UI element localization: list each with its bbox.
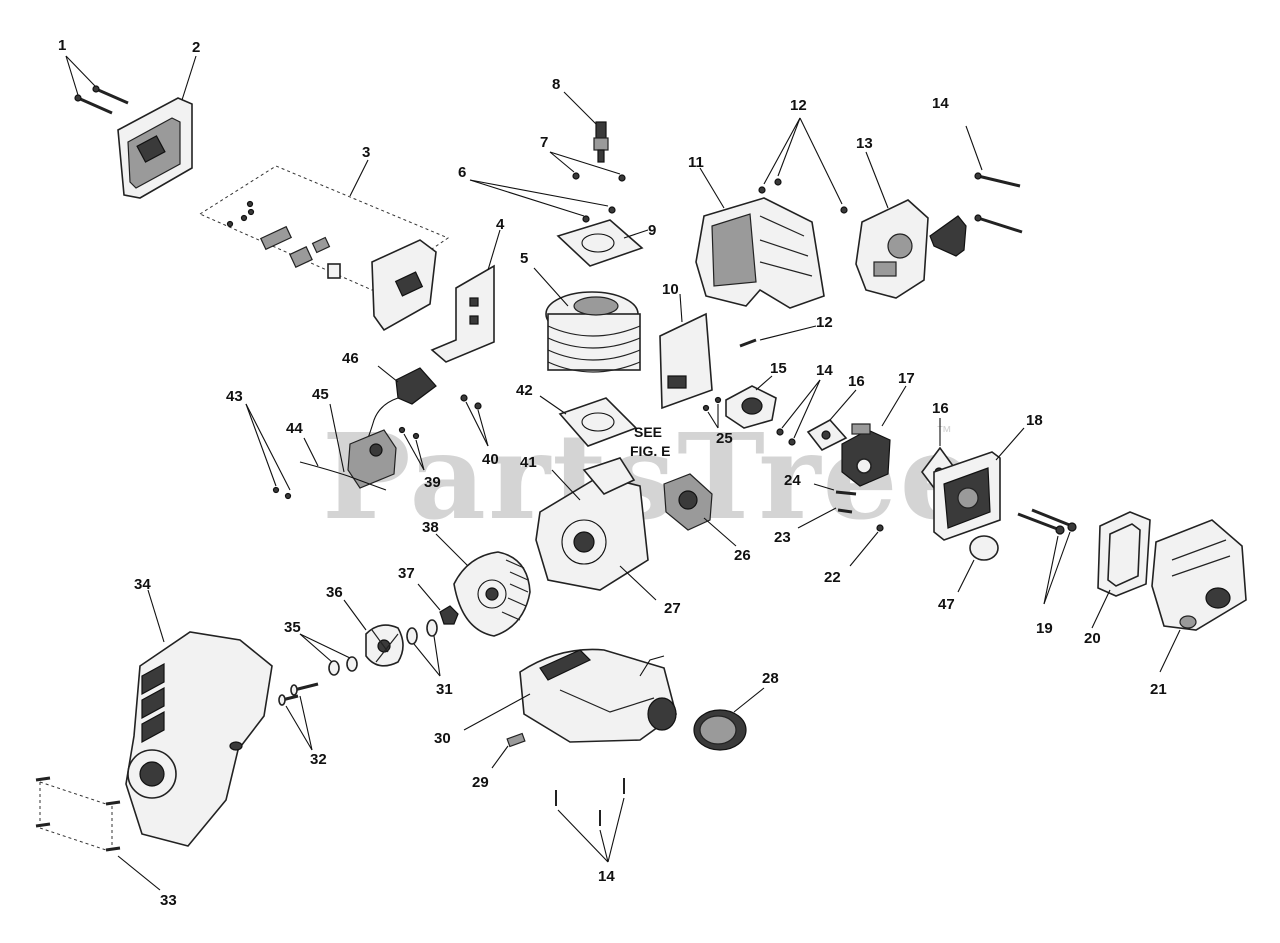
- callout-labels: 1 2 3 4 5 6 7 8 9 10 11 12 12 13 14 14 1…: [58, 37, 1167, 909]
- callout-19: 19: [1036, 620, 1053, 637]
- part-1-screws: [65, 55, 129, 115]
- callout-15: 15: [770, 360, 787, 377]
- callout-44: 44: [286, 420, 303, 437]
- callout-16-left: 16: [848, 373, 865, 390]
- part-14-screws-bottom: [555, 778, 625, 863]
- callout-10: 10: [662, 281, 679, 298]
- callout-7: 7: [540, 134, 548, 151]
- see-fig-note-line1: SEE: [634, 424, 662, 440]
- callout-1: 1: [58, 37, 66, 54]
- callout-43: 43: [226, 388, 243, 405]
- watermark-trademark: ™: [936, 424, 952, 441]
- part-36-clutch: [343, 599, 404, 667]
- part-4-shield: [430, 229, 501, 363]
- part-34-fan-housing: [125, 589, 273, 847]
- part-30-fuel-tank: [463, 648, 677, 743]
- callout-25: 25: [716, 430, 733, 447]
- part-2-housing: [117, 55, 197, 199]
- part-38-flywheel: [435, 533, 531, 637]
- part-41-pointer: [551, 469, 581, 501]
- callout-14-mid: 14: [816, 362, 833, 379]
- part-9-gasket: [556, 219, 649, 267]
- callout-45: 45: [312, 386, 329, 403]
- part-35-washers: [299, 633, 358, 676]
- callout-2: 2: [192, 39, 200, 56]
- part-21-filter-cover: [1151, 519, 1247, 673]
- part-6-7-8-spark-plug: [469, 91, 626, 223]
- callout-9: 9: [648, 222, 656, 239]
- callout-21: 21: [1150, 681, 1167, 698]
- callout-12-top: 12: [790, 97, 807, 114]
- part-40-screws: [460, 394, 489, 447]
- part-13-starter: [855, 151, 967, 299]
- callout-30: 30: [434, 730, 451, 747]
- callout-13: 13: [856, 135, 873, 152]
- callout-31: 31: [436, 681, 453, 698]
- callout-17: 17: [898, 370, 915, 387]
- callout-22: 22: [824, 569, 841, 586]
- part-12-screws: [739, 117, 848, 348]
- callout-6: 6: [458, 164, 466, 181]
- callout-16-right: 16: [932, 400, 949, 417]
- part-27-crankcase: [535, 457, 657, 601]
- part-20-filter: [1091, 511, 1151, 629]
- part-37-nut: [417, 583, 459, 625]
- callout-28: 28: [762, 670, 779, 687]
- see-fig-note-line2: FIG. E: [630, 443, 670, 459]
- part-18-filter-base: [933, 427, 1025, 541]
- part-29-fitting: [491, 732, 526, 769]
- callout-8: 8: [552, 76, 560, 93]
- callout-3: 3: [362, 144, 370, 161]
- part-42-gasket: [539, 395, 638, 447]
- callout-37: 37: [398, 565, 415, 582]
- part-15-intake: [702, 375, 777, 429]
- callout-27: 27: [664, 600, 681, 617]
- part-43-screws: [245, 403, 292, 500]
- part-5-cylinder: [533, 267, 641, 373]
- part-17-carburetor: [841, 385, 907, 487]
- callout-40: 40: [482, 451, 499, 468]
- callout-34: 34: [134, 576, 151, 593]
- part-33-screws: [35, 776, 161, 891]
- callout-23: 23: [774, 529, 791, 546]
- callout-36: 36: [326, 584, 343, 601]
- callout-39: 39: [424, 474, 441, 491]
- callout-33: 33: [160, 892, 177, 909]
- callout-24: 24: [784, 472, 801, 489]
- part-39-44-45-coil: [299, 403, 425, 491]
- part-32-screws: [278, 682, 319, 751]
- callout-18: 18: [1026, 412, 1043, 429]
- part-14-screws-mid: [776, 379, 821, 446]
- part-3-kit: [198, 159, 450, 332]
- callout-12-mid: 12: [816, 314, 833, 331]
- callout-46: 46: [342, 350, 359, 367]
- callout-20: 20: [1084, 630, 1101, 647]
- part-28-fuel-cap: [693, 687, 765, 751]
- callout-14-bottom: 14: [598, 868, 615, 885]
- callout-35: 35: [284, 619, 301, 636]
- callout-14-top: 14: [932, 95, 949, 112]
- callout-42: 42: [516, 382, 533, 399]
- callout-41: 41: [520, 454, 537, 471]
- callout-4: 4: [496, 216, 505, 233]
- callout-47: 47: [938, 596, 955, 613]
- callout-26: 26: [734, 547, 751, 564]
- callout-38: 38: [422, 519, 439, 536]
- part-22-23-24-fasteners: [797, 483, 884, 567]
- callout-29: 29: [472, 774, 489, 791]
- part-19-bolts: [1017, 508, 1077, 605]
- part-31-washers: [406, 619, 441, 677]
- callout-11: 11: [688, 154, 704, 171]
- callout-32: 32: [310, 751, 327, 768]
- callout-5: 5: [520, 250, 528, 267]
- part-10-plate: [659, 293, 713, 410]
- part-47-primer: [957, 535, 999, 593]
- part-26-seal: [663, 473, 737, 547]
- part-14-screws-top: [965, 125, 1023, 234]
- part-11-cover: [695, 167, 825, 309]
